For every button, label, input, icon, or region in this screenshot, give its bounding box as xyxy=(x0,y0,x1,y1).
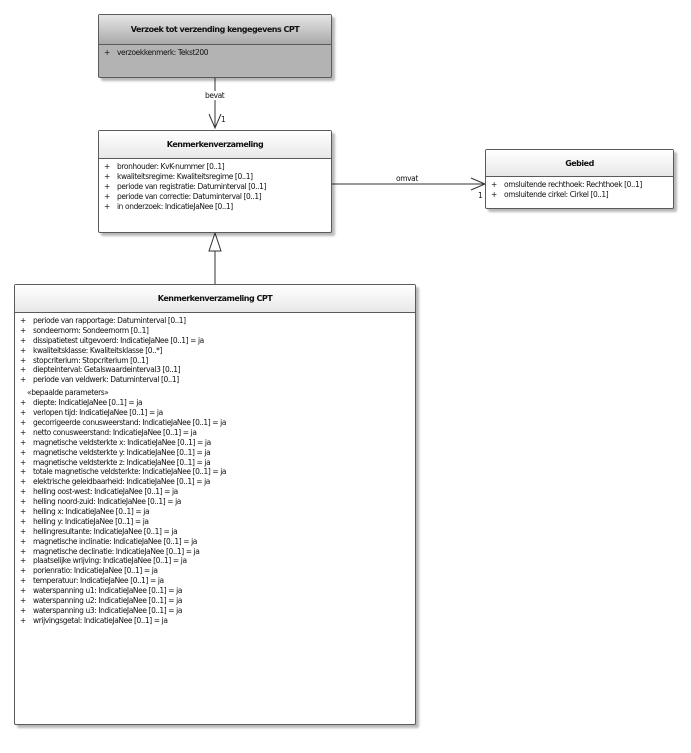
attribute-row[interactable]: +diepteinterval: Getalswaardeinterval3 [… xyxy=(20,365,181,375)
parameter-row[interactable]: +waterspanning u3: IndicatieJaNee [0..1]… xyxy=(20,605,183,615)
attribute-row[interactable]: +kwaliteitsklasse: Kwaliteitsklasse [0..… xyxy=(20,345,162,355)
parameter-row[interactable]: +porienratio: IndicatieJaNee [0..1] = ja xyxy=(20,566,158,576)
parameter-row[interactable]: +plaatselijke wrijving: IndicatieJaNee [… xyxy=(20,556,187,566)
parameter-row[interactable]: +netto conusweerstand: IndicatieJaNee [0… xyxy=(20,427,197,437)
attribute-row[interactable]: +stopcriterium: Stopcriterium [0..1] xyxy=(20,355,148,365)
class-gebied-attributes: +omsluitende rechthoek: Rechthoek [0..1]… xyxy=(486,177,673,200)
class-cpt-parameters: +diepte: IndicatieJaNee [0..1] = ja +ver… xyxy=(15,398,415,625)
parameter-row[interactable]: +magnetische veldsterkte y: IndicatieJaN… xyxy=(20,447,211,457)
parameter-row[interactable]: +magnetische declinatie: IndicatieJaNee … xyxy=(20,546,200,556)
class-gebied-title: Gebied xyxy=(486,150,673,177)
class-kenmerkenverzameling[interactable]: Kenmerkenverzameling +bronhouder: KvK-nu… xyxy=(98,130,332,233)
parameter-row[interactable]: +helling noord-zuid: IndicatieJaNee [0..… xyxy=(20,497,182,507)
class-kenmerkenverzameling-title: Kenmerkenverzameling xyxy=(99,131,331,159)
parameter-row[interactable]: +magnetische veldsterkte x: IndicatieJaN… xyxy=(20,437,211,447)
class-kenmerkenverzameling-cpt[interactable]: Kenmerkenverzameling CPT +periode van ra… xyxy=(14,284,416,725)
parameter-row[interactable]: +helling oost-west: IndicatieJaNee [0..1… xyxy=(20,487,178,497)
class-verzoek-tot-verzending[interactable]: Verzoek tot verzending kengegevens CPT +… xyxy=(98,14,332,78)
attribute-row[interactable]: +dissipatietest uitgevoerd: IndicatieJaN… xyxy=(20,335,204,345)
omvat-multiplicity: 1 xyxy=(478,191,483,200)
parameter-row[interactable]: +helling y: IndicatieJaNee [0..1] = ja xyxy=(20,516,149,526)
bevat-multiplicity: 1 xyxy=(221,115,226,124)
attribute-row[interactable]: +periode van correctie: Datuminterval [0… xyxy=(104,191,262,201)
parameter-row[interactable]: +verlopen tijd: IndicatieJaNee [0..1] = … xyxy=(20,408,163,418)
parameter-row[interactable]: +helling x: IndicatieJaNee [0..1] = ja xyxy=(20,507,150,517)
attribute-row[interactable]: +verzoekkenmerk: Tekst200 xyxy=(104,48,209,57)
generalization-triangle xyxy=(208,231,222,252)
bevat-arrowhead xyxy=(208,113,222,130)
attribute-row[interactable]: +omsluitende rechthoek: Rechthoek [0..1] xyxy=(491,180,642,189)
attribute-row[interactable]: +periode van veldwerk: Datuminterval [0.… xyxy=(20,375,179,385)
attribute-row[interactable]: +sondeernorm: Sondeernorm [0..1] xyxy=(20,325,149,335)
parameter-row[interactable]: +diepte: IndicatieJaNee [0..1] = ja xyxy=(20,398,143,408)
attribute-row[interactable]: +kwaliteitsregime: Kwaliteitsregime [0..… xyxy=(104,171,253,181)
parameter-row[interactable]: +waterspanning u1: IndicatieJaNee [0..1]… xyxy=(20,586,183,596)
class-kenmerkenverzameling-attributes: +bronhouder: KvK-nummer [0..1] +kwalitei… xyxy=(99,159,331,211)
class-cpt-attributes: +periode van rapportage: Datuminterval [… xyxy=(15,313,415,385)
parameter-row[interactable]: +magnetische inclinatie: IndicatieJaNee … xyxy=(20,536,197,546)
attribute-row[interactable]: +periode van registratie: Datuminterval … xyxy=(104,181,267,191)
parameter-row[interactable]: +gecorrigeerde conusweerstand: Indicatie… xyxy=(20,418,227,428)
class-verzoek-attributes: +verzoekkenmerk: Tekst200 xyxy=(99,45,331,58)
class-gebied[interactable]: Gebied +omsluitende rechthoek: Rechthoek… xyxy=(485,149,674,209)
parameter-row[interactable]: +temperatuur: IndicatieJaNee [0..1] = ja xyxy=(20,576,164,586)
parameter-row[interactable]: +wrijvingsgetal: IndicatieJaNee [0..1] =… xyxy=(20,615,168,625)
parameter-row[interactable]: +hellingresultante: IndicatieJaNee [0..1… xyxy=(20,526,178,536)
class-kenmerkenverzameling-cpt-title: Kenmerkenverzameling CPT xyxy=(15,285,415,313)
parameter-row[interactable]: +magnetische veldsterkte z: IndicatieJaN… xyxy=(20,457,211,467)
attribute-row[interactable]: +omsluitende cirkel: Cirkel [0..1] xyxy=(491,189,609,199)
attribute-row[interactable]: +periode van rapportage: Datuminterval [… xyxy=(20,316,186,325)
attribute-row[interactable]: +in onderzoek: IndicatieJaNee [0..1] xyxy=(104,201,233,211)
stereotype-bepaalde-parameters: «bepaalde parameters» xyxy=(27,388,109,398)
visibility-marker: + xyxy=(104,48,110,57)
parameter-row[interactable]: +totale magnetische veldsterkte: Indicat… xyxy=(20,467,227,477)
parameter-row[interactable]: +waterspanning u2: IndicatieJaNee [0..1]… xyxy=(20,596,183,606)
class-verzoek-title: Verzoek tot verzending kengegevens CPT xyxy=(99,15,331,45)
attribute-row[interactable]: +bronhouder: KvK-nummer [0..1] xyxy=(104,162,225,171)
parameter-row[interactable]: +elektrische geleidbaarheid: IndicatieJa… xyxy=(20,477,210,487)
bevat-label: bevat xyxy=(204,91,226,100)
omvat-label: omvat xyxy=(396,174,418,183)
